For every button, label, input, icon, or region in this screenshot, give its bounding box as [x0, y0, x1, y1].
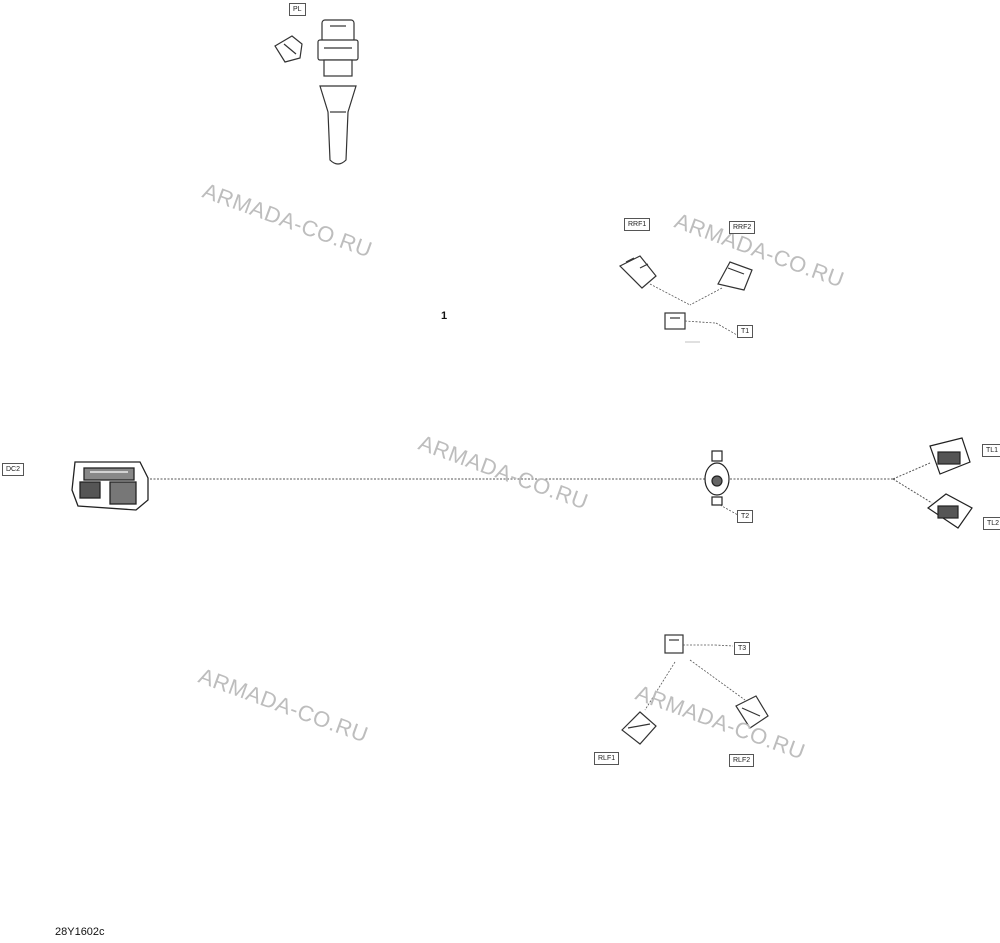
rrf-connector-group: [618, 255, 753, 330]
t2-splice: [704, 450, 730, 506]
label-rlf2: RLF2: [729, 754, 755, 767]
rlf-wires: [644, 644, 746, 711]
label-rrf1: RRF1: [624, 218, 651, 231]
label-tl2: TL2: [983, 517, 1000, 530]
figure-reference: 28Y1602c: [55, 926, 105, 938]
branch-wire-tl2: [892, 478, 933, 504]
dc2-connector: [71, 461, 149, 511]
callout-item-1: 1: [441, 310, 448, 322]
rlf-connector-group: [621, 634, 769, 745]
label-tl1: TL1: [982, 444, 1000, 457]
label-rrf2: RRF2: [729, 221, 756, 234]
tl-connector-group: [926, 437, 973, 529]
rrf-wires: [649, 283, 738, 336]
label-t2: T2: [737, 510, 754, 523]
label-dc2: DC2: [2, 463, 25, 476]
label-pl: PL: [289, 3, 306, 16]
branch-wire-tl1: [892, 462, 931, 480]
pl-connector-group: [274, 19, 359, 165]
label-rlf1: RLF1: [594, 752, 620, 765]
label-t3: T3: [734, 642, 751, 655]
label-t1: T1: [737, 325, 754, 338]
